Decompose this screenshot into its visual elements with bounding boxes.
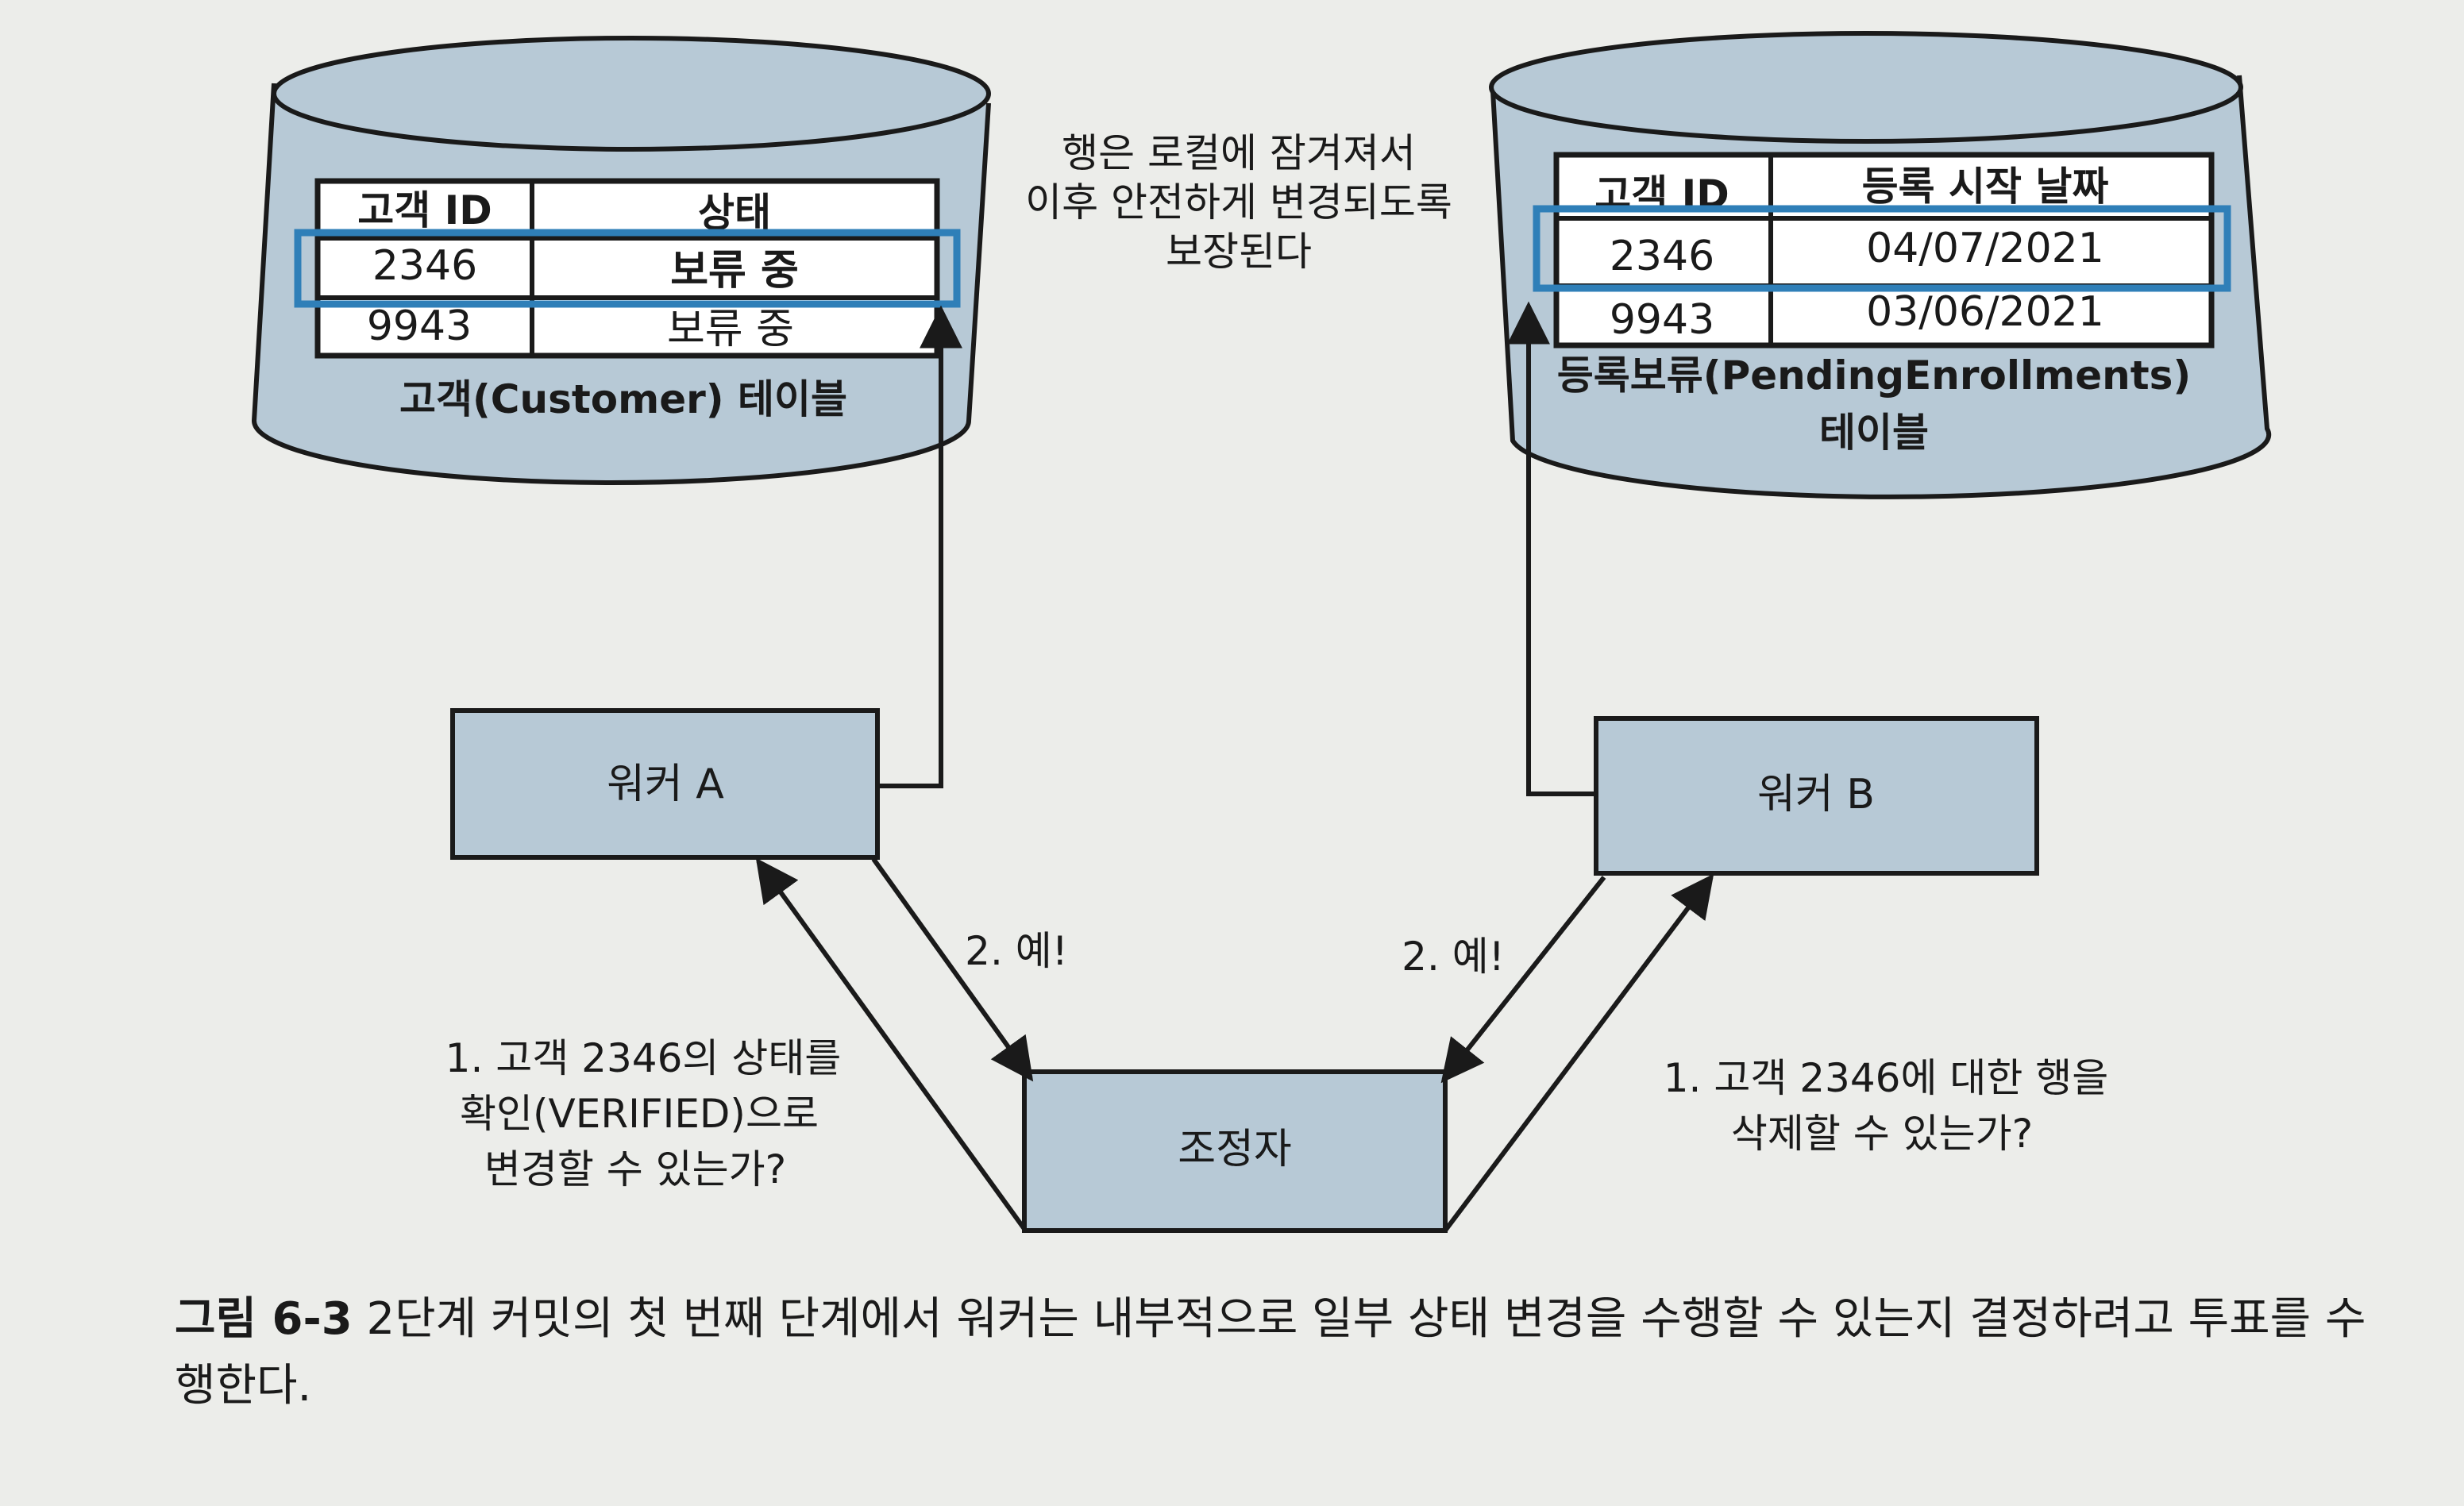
svg-text:변경할 수 있는가?: 변경할 수 있는가? [484,1146,786,1192]
coordinator-node: 조정자 [1022,1069,1448,1233]
coordinator-to-worker-b-arrow [1443,873,1714,1232]
question-b-label: 1. 고객 2346에 대한 행을 삭제할 수 있는가? [1664,1055,2109,1157]
worker-b-to-coordinator-arrow [1440,876,1606,1084]
pending-row-2-date: 03/06/2021 [1866,288,2104,336]
reply-a-label: 2. 예! [965,928,1068,974]
worker-a-to-customer-arrow [877,305,962,788]
figure-label: 그림 6-3 [175,1293,353,1345]
svg-text:확인(VERIFIED)으로: 확인(VERIFIED)으로 [460,1091,819,1137]
worker-a-node: 워커 A [450,708,880,860]
customer-col-status-header: 상태 [698,190,771,236]
pending-row-1-date: 04/07/2021 [1866,225,2104,272]
pending-row-2-id: 9943 [1610,296,1714,344]
pending-row-1-id: 2346 [1610,233,1714,280]
customer-row-1-status: 보류 중 [670,247,799,295]
worker-b-node: 워커 B [1594,716,2039,876]
customer-row-2-status: 보류 중 [667,306,794,353]
question-a-label: 1. 고객 2346의 상태를 확인(VERIFIED)으로 변경할 수 있는가… [445,1035,842,1192]
worker-b-to-pending-arrow [1507,301,1596,796]
svg-text:보장된다: 보장된다 [1166,229,1312,275]
pending-row-highlight [1533,205,2231,292]
reply-b-label: 2. 예! [1402,934,1505,980]
pending-table-caption-line2: 테이블 [1819,410,1929,456]
customer-table: 고객 ID 상태 2346 보류 중 9943 보류 중 [294,178,961,359]
svg-text:삭제할 수 있는가?: 삭제할 수 있는가? [1731,1111,2033,1157]
svg-text:1. 고객 2346에 대한 행을: 1. 고객 2346에 대한 행을 [1664,1055,2109,1101]
worker-a-label: 워커 A [607,761,724,808]
svg-text:1. 고객 2346의 상태를: 1. 고객 2346의 상태를 [445,1035,842,1081]
svg-text:이후 안전하게 변경되도록: 이후 안전하게 변경되도록 [1025,179,1452,225]
customer-row-2-id: 9943 [367,302,472,350]
svg-text:행은 로컬에 잠겨져서: 행은 로컬에 잠겨져서 [1062,130,1416,176]
figure-caption: 그림 6-3 2단계 커밋의 첫 번째 단계에서 워커는 내부적으로 일부 상태… [175,1286,2398,1419]
pending-table-caption-line1: 등록보류(PendingEnrollments) [1557,352,2191,399]
worker-a-to-coordinator-arrow [871,857,1034,1082]
figure-caption-text: 2단계 커밋의 첫 번째 단계에서 워커는 내부적으로 일부 상태 변경을 수행… [175,1293,2366,1412]
pending-col-date-header: 등록 시작 날짜 [1862,164,2109,210]
pending-table: 고객 ID 등록 시작 날짜 2346 04/07/2021 9943 03/0… [1533,152,2231,349]
customer-row-1-id: 2346 [372,242,477,290]
coordinator-label: 조정자 [1178,1126,1292,1173]
coordinator-to-worker-a-arrow [755,857,1027,1231]
lock-note: 행은 로컬에 잠겨져서 이후 안전하게 변경되도록 보장된다 [1025,130,1452,275]
worker-b-label: 워커 B [1757,771,1875,818]
customer-row-highlight [294,229,961,308]
customer-col-id-header: 고객 ID [357,187,492,233]
customer-table-caption: 고객(Customer) 테이블 [399,376,847,422]
